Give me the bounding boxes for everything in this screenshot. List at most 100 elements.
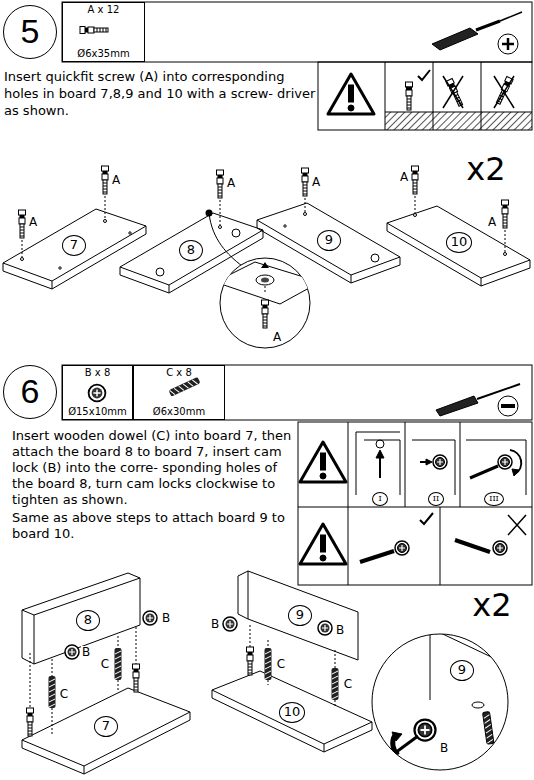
warning-panel [376,440,384,448]
board-hole [156,268,164,276]
warning-panel [328,74,374,114]
step-number: 5 [3,5,57,59]
warning-panel [493,541,507,555]
detail-callout [215,262,320,328]
wooden-dowel-c [332,668,339,700]
board-hole [21,213,507,277]
quantity-mark: x2 [465,153,506,187]
screw-a [502,200,509,228]
board [22,578,140,664]
warning-panel [418,70,430,80]
guide-line [30,625,335,734]
board [248,571,249,619]
header-frame [62,2,532,62]
screw-a [412,166,419,194]
screwdriver-icon [498,396,518,416]
parts-box: A x 12Ø6x35mm [62,2,145,62]
screwdriver-icon [477,384,520,399]
warning-panel [426,459,432,465]
detail-callout [483,712,494,745]
cam-lock-b [143,611,157,625]
board-number: 8 [76,610,100,631]
number-text: 7 [102,719,110,733]
detail-callout [372,628,534,780]
screw-a [27,647,254,736]
wooden-dowel-c [49,676,56,708]
number-text: I [378,495,381,504]
number-text: II [433,495,439,504]
board [22,571,372,774]
warning-panel [470,466,498,478]
screwdriver-icon [432,12,522,54]
warning-panel [356,432,400,495]
warning-panel [298,422,532,585]
detail-callout [472,702,484,708]
header-frame [62,2,532,62]
detail-callout [261,262,269,268]
screwdriver-icon [500,12,522,21]
header-frame [62,365,532,420]
dowel-icon [169,377,201,397]
warning-panel [494,76,514,108]
number-text: 8 [84,613,92,627]
number-text: 8 [187,243,195,257]
screw-a [217,170,224,198]
instruction-text: Insert quickfit screw (A) into correspon… [4,68,316,119]
warning-panel [433,455,447,469]
detail-callout [372,634,508,770]
number-text: 9 [458,663,466,677]
part-letter: A [111,174,121,187]
board-hole [129,232,131,234]
board-hole [104,220,107,223]
warning-panel [376,450,384,458]
screw-a [19,166,509,238]
board-hole [21,258,24,261]
warning-panel [512,469,519,476]
screw-a [19,210,26,238]
detail-callout [372,628,534,780]
screw-a [27,708,34,736]
board [22,688,190,766]
cam-lock-icon [89,385,106,402]
screwdriver-icon [476,21,500,30]
warning-panel [443,76,463,108]
board [238,571,358,660]
board-number: 9 [288,605,312,626]
board [3,203,530,293]
board-hole [59,267,61,269]
cam-lock-b [318,621,332,635]
warning-panel [420,513,433,524]
part-letter: B [210,618,220,631]
warning-panel [300,524,346,564]
wooden-dowel-c [49,648,339,708]
detail-callout [372,628,534,780]
board-number: 7 [62,235,86,256]
sub-step-number: I [372,492,388,506]
dowel-icon [169,377,201,397]
cam-lock-icon [89,385,106,402]
instruction-text: Same as above steps to attach board 9 to… [12,510,295,542]
detail-callout [206,210,321,349]
warning-panel [298,422,532,585]
screw-a [102,166,109,194]
number-text: 9 [296,608,304,622]
step-number: 6 [3,365,57,419]
warning-panel [318,62,532,130]
warning-panel [385,112,532,130]
board-number: 7 [94,716,118,737]
part-letter: A [226,177,236,190]
part-letter: B [81,646,91,659]
warning-panel [385,62,532,130]
screw-a [247,647,254,675]
warning-panel [466,440,526,495]
number-text: 10 [284,705,301,719]
board [212,671,372,744]
detail-callout [261,278,269,283]
screwdriver-icon [498,34,518,54]
screwdriver-icon [502,38,514,50]
cam-lock-b [223,617,237,631]
part-spec: C x 8 [166,367,192,378]
screw-a-icon [80,27,108,34]
wooden-dowel-c [265,648,272,680]
guide-line [22,196,505,257]
